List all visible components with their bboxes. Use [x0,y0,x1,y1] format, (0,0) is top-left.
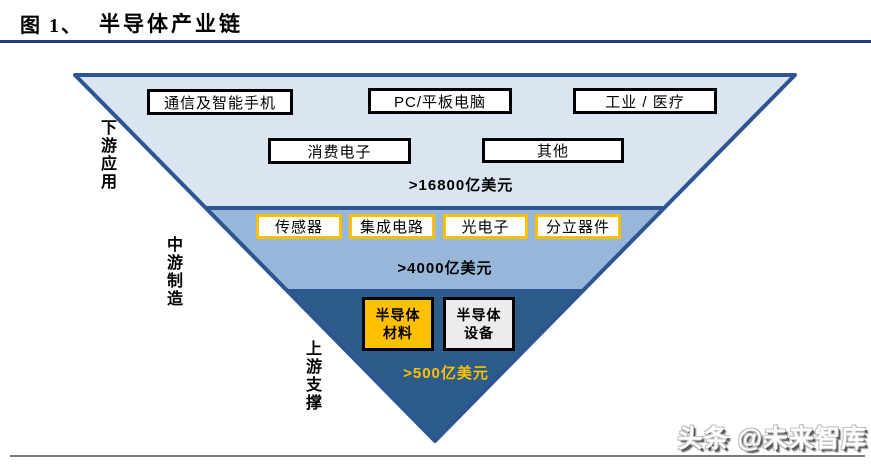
title-divider [0,40,871,43]
side-label-midstream-manufacturing: 中游制造 [164,236,181,308]
bottom-divider [10,455,865,457]
tier2-market-value: >4000亿美元 [397,260,493,277]
mid-box-optoelectronics: 光电子 [443,214,528,239]
app-box-telecom-smartphone: 通信及智能手机 [147,89,293,115]
toutiao-watermark: 头条 @未来智库 [677,425,867,453]
tier3-market-value: >500亿美元 [403,365,489,382]
tier1-market-value: >16800亿美元 [408,177,514,194]
app-box-other: 其他 [482,138,624,163]
mid-box-sensors: 传感器 [256,214,342,239]
figure-number: 图 1、 [20,14,83,37]
side-label-downstream-application: 下游应用 [98,119,115,191]
up-box-semiconductor-equipment: 半导体 设备 [443,297,515,351]
app-box-pc-tablet: PC/平板电脑 [368,88,512,114]
mid-box-discrete-devices: 分立器件 [535,214,621,239]
side-label-upstream-support: 上游支撑 [303,340,320,412]
figure-header: 图 1、 半导体产业链 [20,8,243,38]
app-box-consumer-electronics: 消费电子 [268,138,411,164]
figure-title: 半导体产业链 [99,12,243,36]
mid-box-integrated-circuits: 集成电路 [349,214,435,239]
pyramid-outline [73,73,797,443]
app-box-industry-medical: 工业 / 医疗 [573,88,717,114]
up-box-semiconductor-materials: 半导体 材料 [362,297,434,351]
